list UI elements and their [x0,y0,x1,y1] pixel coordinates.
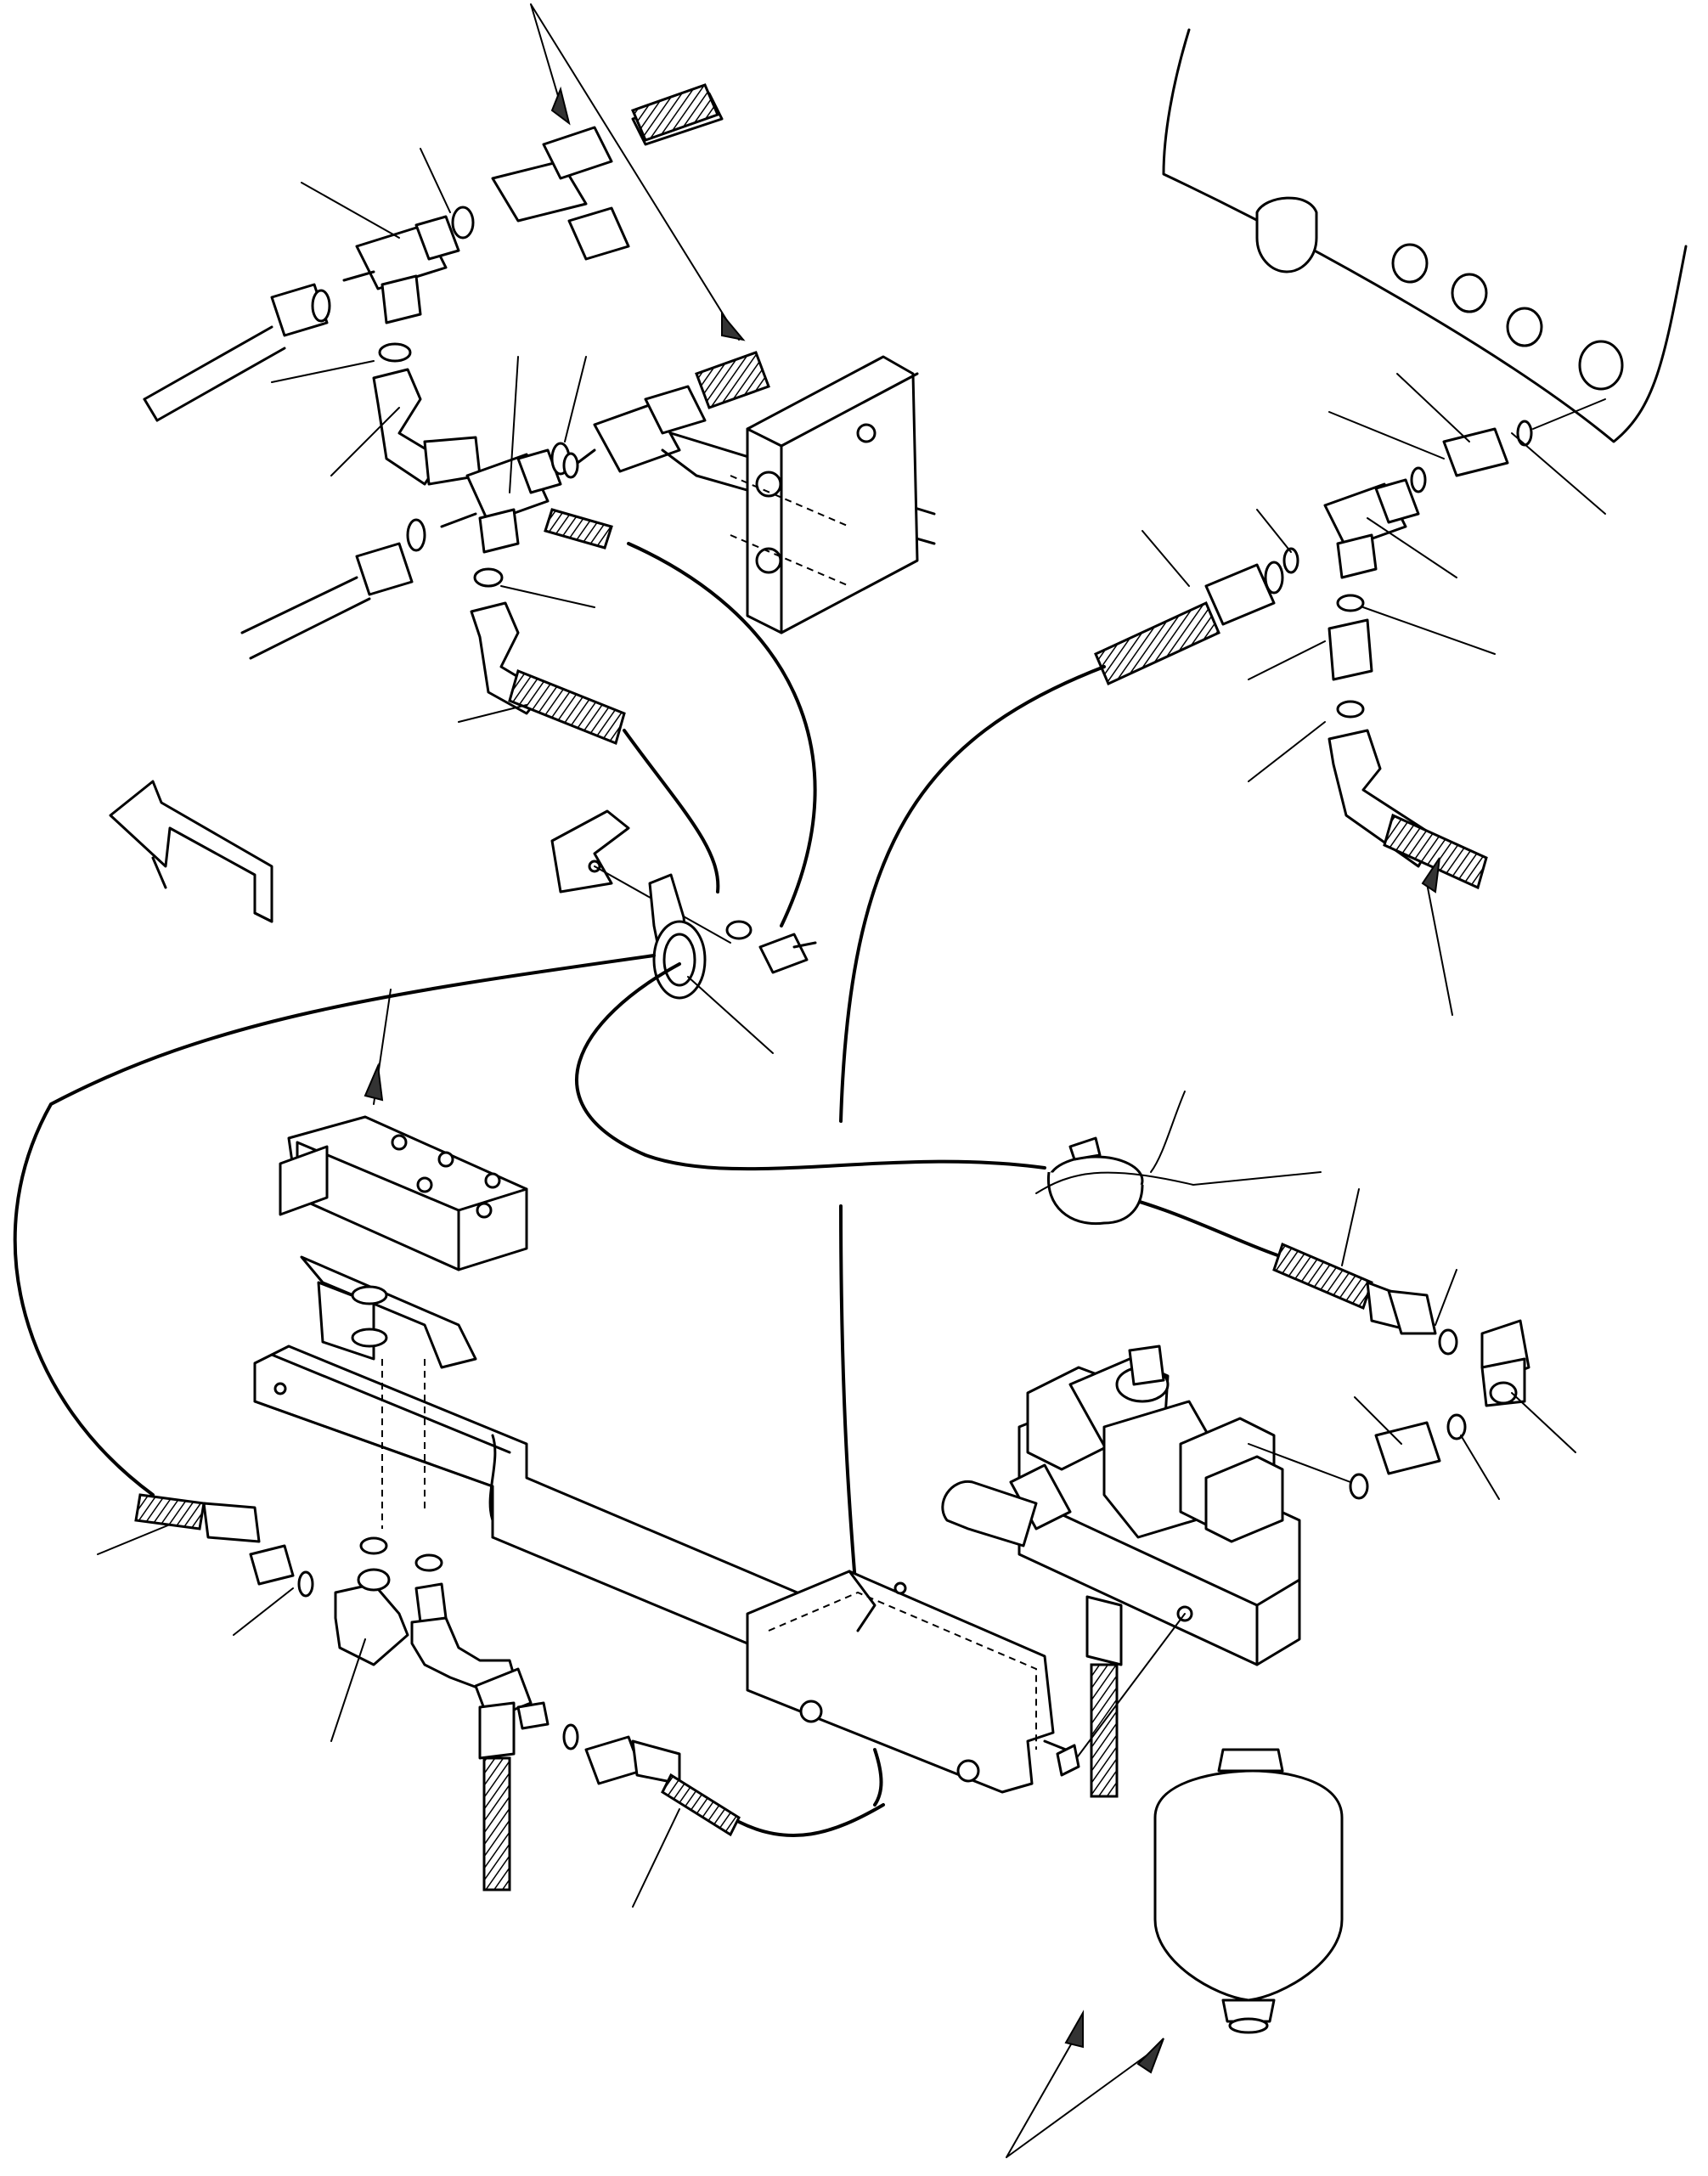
solenoid-valve-assembly [941,1344,1301,1798]
center-clamp-bracket [550,809,817,1000]
main-valve-block [253,1115,1068,1794]
bottom-left-fitting-cluster [134,1493,741,1891]
hose-routing [13,542,1284,1838]
hose-clip [1046,1136,1144,1226]
top-left-fitting-cluster [143,83,936,746]
leader-lines [97,3,1606,2158]
accumulator [1153,1748,1344,2034]
front-direction-arrow [109,780,273,923]
leader-arrowheads [364,86,1440,2074]
right-hose-fittings [1272,1242,1530,1500]
mounting-plate-top [730,355,919,634]
tank-panel-top-right [1162,28,1688,443]
top-right-fitting-cluster [1094,398,1606,890]
